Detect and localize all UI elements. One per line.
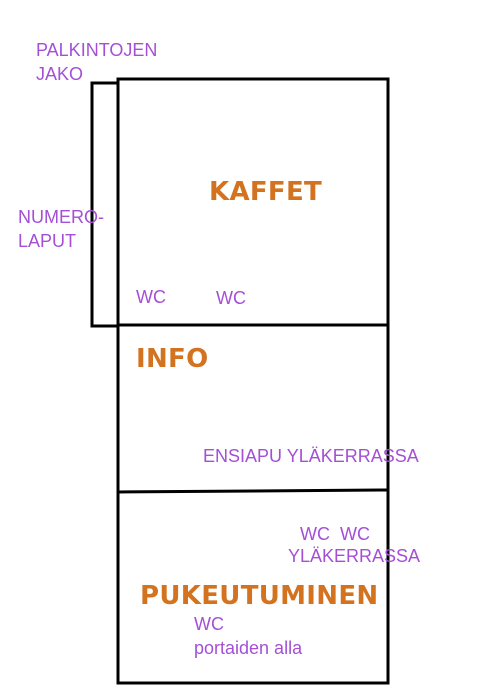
divider-info-pukeutuminen	[116, 488, 390, 494]
pukeutuminen-wc-label-line2: YLÄKERRASSA	[288, 546, 421, 566]
pukeutuminen-wc-label-line1: WC WC	[300, 524, 370, 544]
room-label-pukeutuminen: PUKEUTUMINEN	[140, 581, 379, 611]
room-label-info: INFO	[136, 344, 209, 374]
palkintojen-jako-label-line2: JAKO	[36, 64, 84, 84]
stairs-wc-label-line2: portaiden alla	[194, 638, 303, 658]
kaffet-wc-label-1: WC	[136, 287, 166, 307]
stairs-wc-label-line1: WC	[194, 614, 224, 634]
kaffet-wc-label-2: WC	[216, 288, 246, 308]
numero-laput-label-line1: NUMERO-	[18, 207, 104, 227]
ensiapu-label: ENSIAPU YLÄKERRASSA	[203, 446, 419, 466]
numero-laput-label-line2: LAPUT	[18, 231, 77, 251]
room-label-kaffet: KAFFET	[209, 177, 323, 207]
palkintojen-jako-label-line1: PALKINTOJEN	[36, 40, 158, 60]
